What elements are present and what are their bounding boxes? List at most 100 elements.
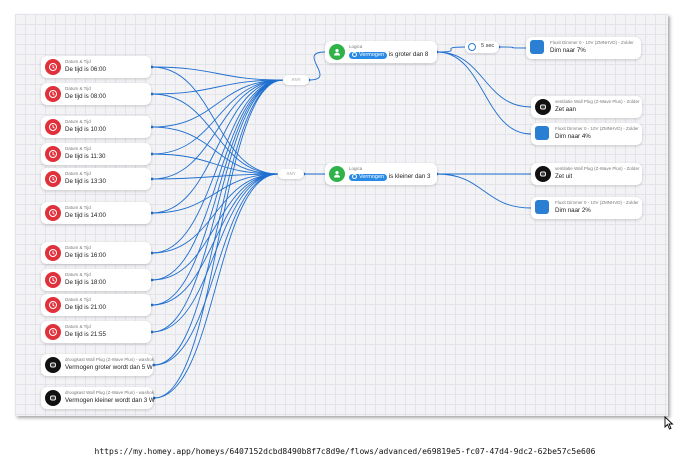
flow-wire (151, 79, 284, 281)
clock-icon (45, 59, 61, 75)
dimmer-icon (535, 200, 549, 214)
logic-card-greater[interactable]: Logica Vermogen is groter dan 8 (325, 41, 437, 63)
trigger-card-1130[interactable]: Datum & Tijd De tijd is 11:30 (41, 143, 151, 165)
card-device: Datum & Tijd (65, 59, 91, 64)
card-action: Zet uit (555, 173, 573, 180)
flow-wire (498, 46, 527, 49)
flow-wires (150, 45, 532, 400)
card-action: Dim naar 4% (555, 133, 591, 140)
connector-port[interactable] (150, 152, 154, 156)
token-pill[interactable]: Vermogen (349, 52, 388, 59)
card-device: Datum & Tijd (65, 297, 91, 302)
trigger-card-1800[interactable]: Datum & Tijd De tijd is 18:00 (41, 269, 151, 291)
card-condition: De tijd is 08:00 (65, 93, 106, 100)
trigger-card-2100[interactable]: Datum & Tijd De tijd is 21:00 (41, 294, 151, 316)
tag-icon (352, 174, 357, 179)
card-condition: Vermogen groter wordt dan 5 W (65, 364, 153, 371)
card-device: droogkast Wall Plug (Z-Wave Plus) - wash… (65, 357, 154, 362)
card-condition: Vermogen is groter dan 8 (349, 51, 428, 59)
connector-port[interactable] (150, 65, 154, 69)
clock-icon (45, 297, 61, 313)
flow-wire (151, 79, 284, 180)
trigger-card-1600[interactable]: Datum & Tijd De tijd is 16:00 (41, 242, 151, 264)
flow-canvas[interactable]: Datum & Tijd De tijd is 06:00 Datum & Ti… (15, 14, 668, 416)
card-condition: De tijd is 21:00 (65, 304, 106, 311)
connector-port[interactable] (150, 211, 154, 215)
flow-wire (151, 153, 279, 175)
connector-port[interactable] (150, 177, 154, 181)
card-action: Zet aan (555, 106, 576, 113)
token-pill[interactable]: Vermogen (349, 174, 388, 181)
card-device: Fluxit Dimmer 0 - 10V (ZMNHVD) - Zolder (555, 126, 639, 131)
plug-icon (535, 99, 551, 115)
clock-icon (45, 86, 61, 102)
card-condition: De tijd is 13:30 (65, 178, 106, 185)
dimmer-icon (530, 40, 544, 54)
any-node-top[interactable]: ANY (283, 75, 309, 85)
action-card-dim-2[interactable]: Fluxit Dimmer 0 - 10V (ZMNHVD) - Zolder … (531, 197, 642, 219)
flow-wire (151, 79, 284, 306)
delay-node[interactable]: 5 sec (465, 41, 499, 53)
trigger-card-1400[interactable]: Datum & Tijd De tijd is 14:00 (41, 202, 151, 224)
trigger-card-power-below[interactable]: droogkast Wall Plug (Z-Wave Plus) - wash… (41, 387, 155, 409)
flow-wire (151, 126, 279, 175)
clock-icon (45, 146, 61, 162)
trigger-card-0800[interactable]: Datum & Tijd De tijd is 08:00 (41, 83, 151, 105)
trigger-card-1330[interactable]: Datum & Tijd De tijd is 13:30 (41, 168, 151, 190)
connector-port[interactable] (150, 330, 154, 334)
card-device: ventilatie Wall Plug (Z-Wave Plus) - Zol… (555, 166, 640, 171)
card-device: Datum & Tijd (65, 119, 91, 124)
card-condition: De tijd is 11:30 (65, 153, 106, 160)
card-device: Fluxit Dimmer 0 - 10V (ZMNHVD) - Zolder (555, 200, 639, 205)
any-node-bottom[interactable]: ANY (278, 169, 304, 179)
flow-wire (151, 66, 284, 81)
trigger-card-1000[interactable]: Datum & Tijd De tijd is 10:00 (41, 116, 151, 138)
plug-icon (535, 166, 551, 182)
flow-wire (151, 79, 284, 333)
connector-port[interactable] (152, 396, 156, 400)
trigger-card-2155[interactable]: Datum & Tijd De tijd is 21:55 (41, 321, 151, 343)
flow-wire (151, 79, 284, 128)
flow-wire (151, 173, 279, 214)
flow-wire (153, 79, 284, 366)
flow-wire (151, 173, 279, 180)
card-condition: Vermogen is kleiner dan 3 (349, 173, 430, 181)
action-card-dim-7[interactable]: Fluxit Dimmer 0 - 10V (ZMNHVD) - Zolder … (526, 37, 641, 59)
card-condition: De tijd is 06:00 (65, 66, 106, 73)
clock-icon (45, 205, 61, 221)
plug-icon (45, 390, 61, 406)
connector-port[interactable] (150, 303, 154, 307)
connector-port[interactable] (150, 125, 154, 129)
connector-port[interactable] (152, 363, 156, 367)
logic-icon (329, 44, 345, 60)
card-device: Logica (349, 44, 363, 49)
condition-text: is kleiner dan 3 (388, 173, 431, 180)
card-action: Dim naar 2% (555, 207, 591, 214)
connector-port[interactable] (150, 92, 154, 96)
clock-icon (45, 171, 61, 187)
clock-icon (45, 245, 61, 261)
plug-icon (45, 357, 61, 373)
logic-card-less[interactable]: Logica Vermogen is kleiner dan 3 (325, 163, 437, 185)
trigger-card-0600[interactable]: Datum & Tijd De tijd is 06:00 (41, 56, 151, 78)
card-device: Datum & Tijd (65, 86, 91, 91)
flow-wire (153, 173, 279, 366)
flow-wire (436, 51, 532, 108)
logic-icon (329, 166, 345, 182)
trigger-card-power-above[interactable]: droogkast Wall Plug (Z-Wave Plus) - wash… (41, 354, 154, 376)
connector-port[interactable] (150, 251, 154, 255)
page-url[interactable]: https://my.homey.app/homeys/6407152dcbd8… (94, 447, 596, 456)
flow-wire (151, 79, 284, 155)
condition-text: is groter dan 8 (388, 51, 429, 58)
connector-port[interactable] (150, 278, 154, 282)
card-device: Datum & Tijd (65, 146, 91, 151)
flow-wire (151, 173, 279, 333)
action-card-zet-uit[interactable]: ventilatie Wall Plug (Z-Wave Plus) - Zol… (531, 163, 642, 185)
card-condition: De tijd is 21:55 (65, 331, 106, 338)
delay-label: 5 sec (481, 43, 495, 49)
flow-wire (151, 79, 284, 254)
action-card-zet-aan[interactable]: ventilatie Wall Plug (Z-Wave Plus) - Zol… (531, 96, 642, 118)
timer-icon (468, 43, 476, 51)
action-card-dim-4[interactable]: Fluxit Dimmer 0 - 10V (ZMNHVD) - Zolder … (531, 123, 642, 145)
card-device: Datum & Tijd (65, 171, 91, 176)
